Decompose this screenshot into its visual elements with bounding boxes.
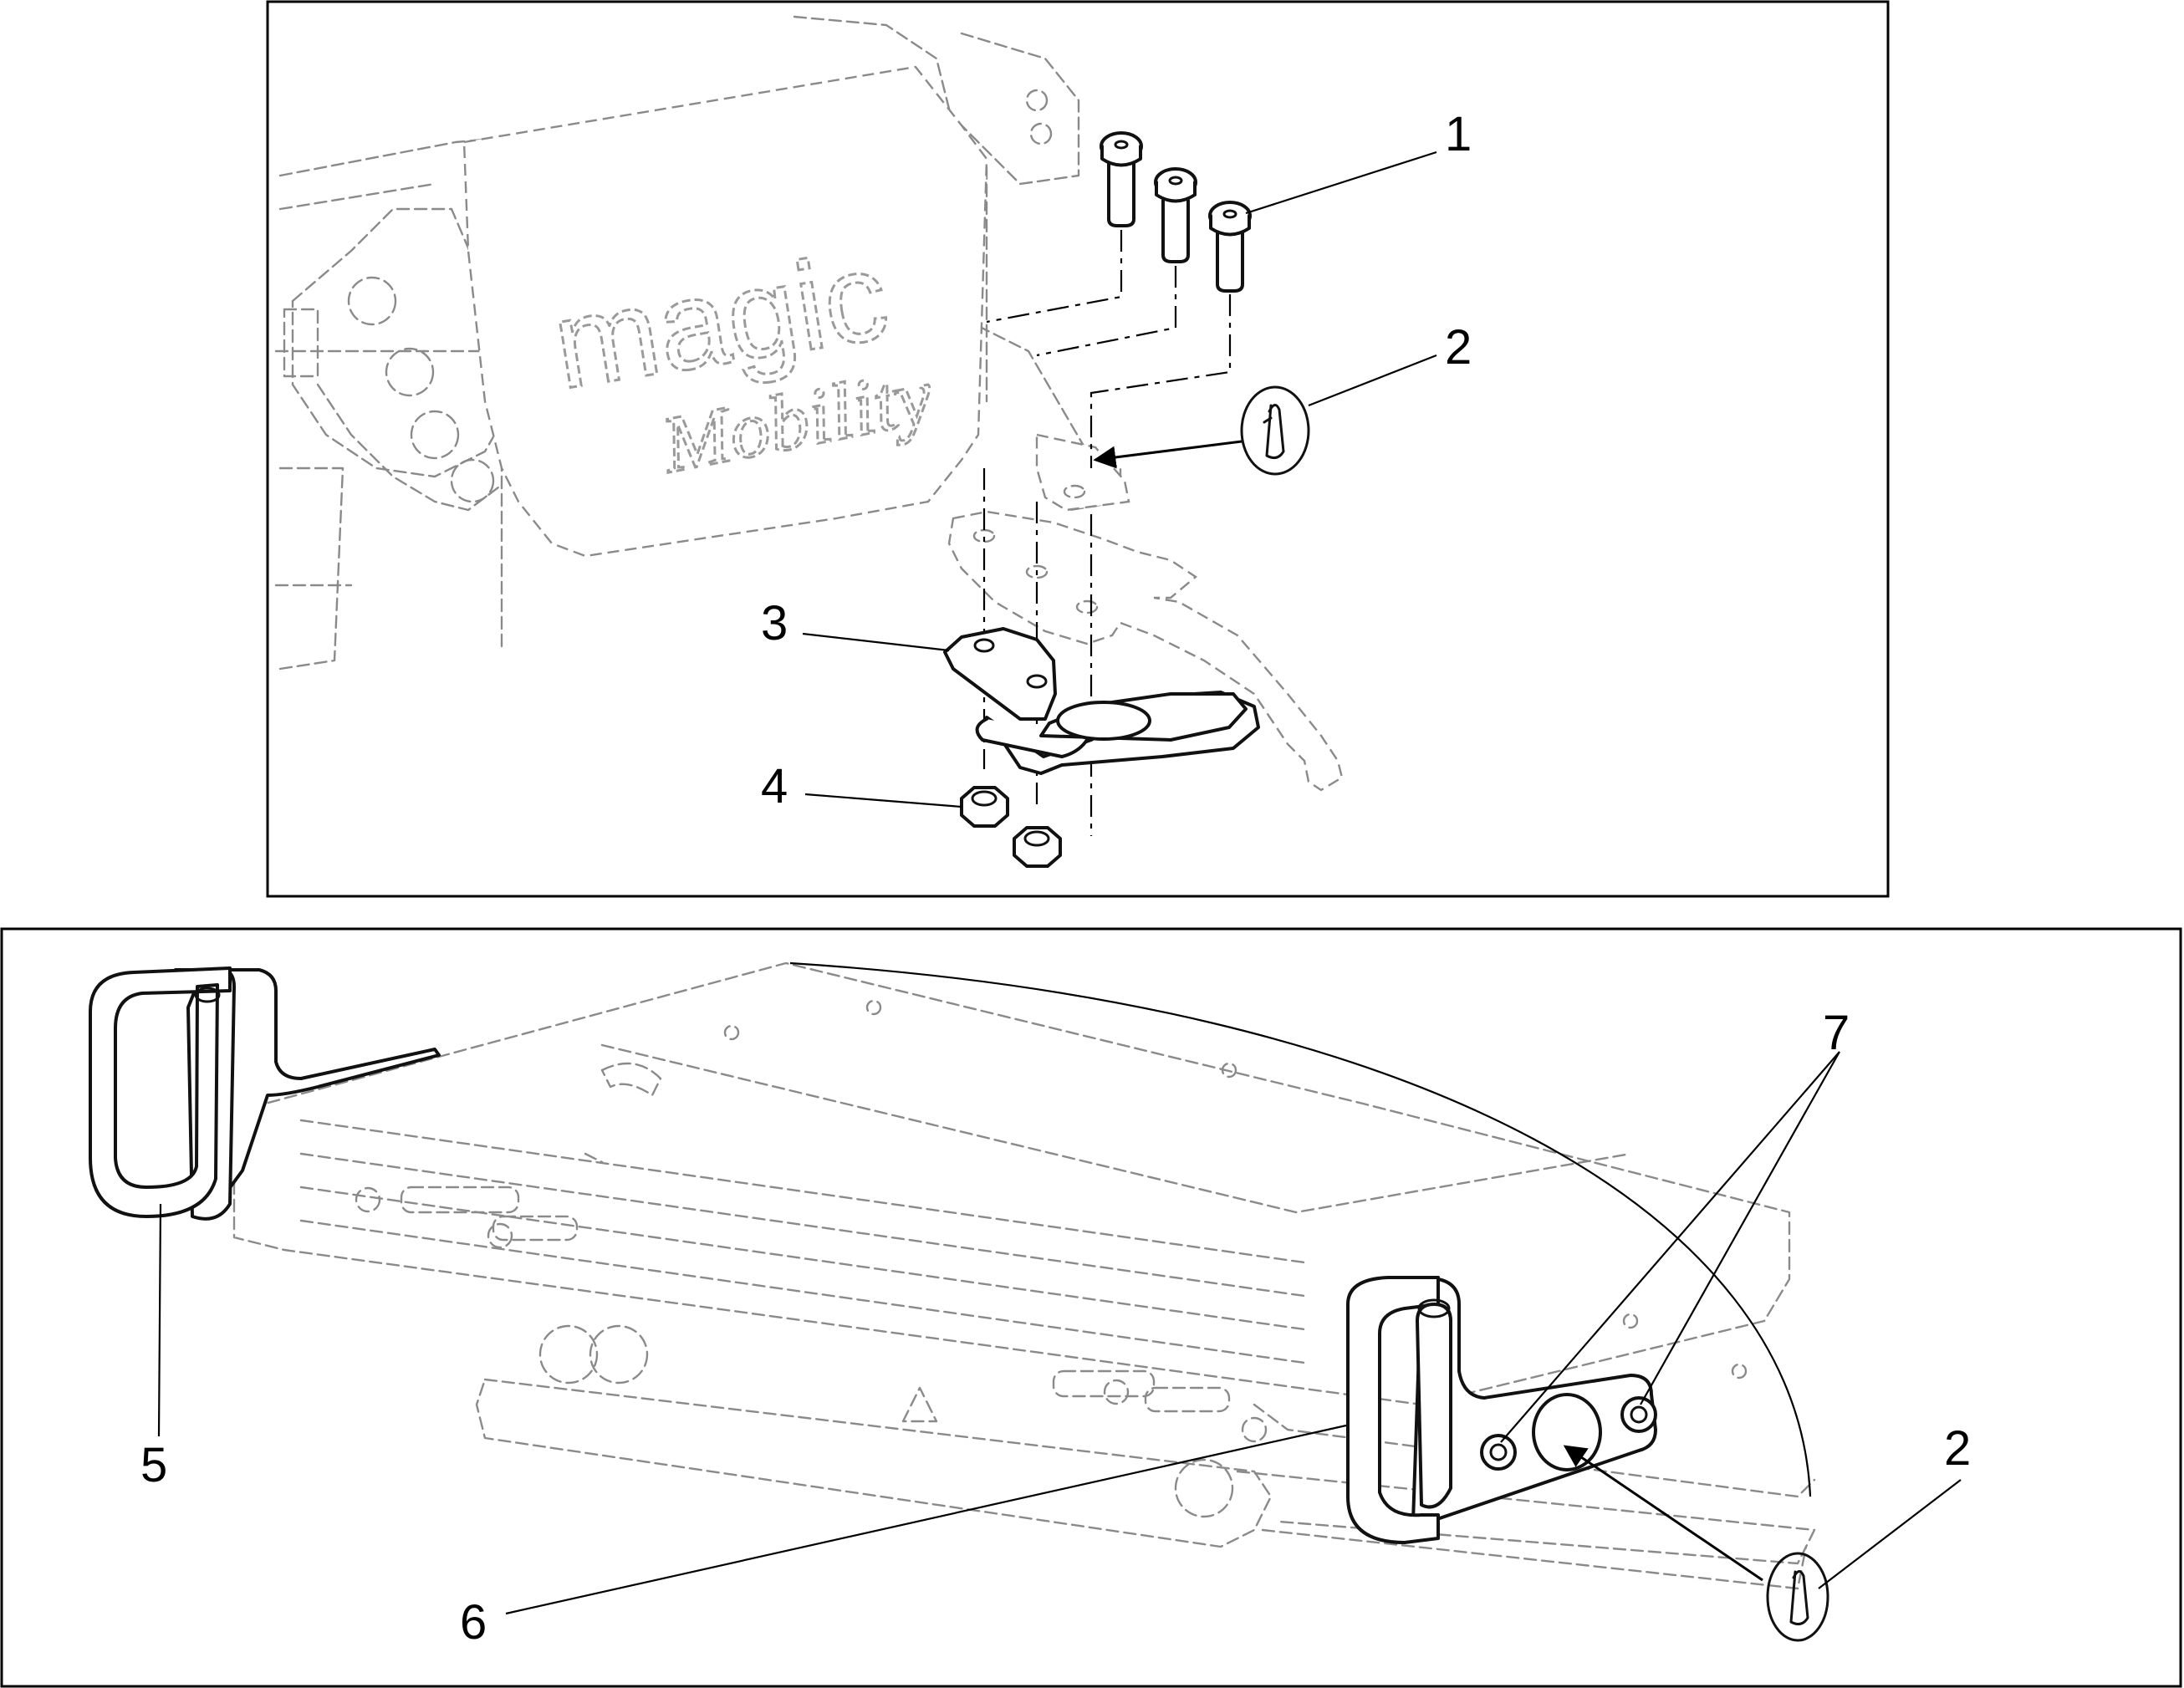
leader-line-5 xyxy=(157,1203,162,1437)
leader-line-6 xyxy=(505,1424,1347,1615)
leader-line-7b xyxy=(1640,1051,1840,1405)
nut xyxy=(1013,826,1062,868)
callout-6: 6 xyxy=(460,1595,487,1650)
callout-4: 4 xyxy=(761,759,788,813)
bottom-panel-frame xyxy=(0,927,2182,1688)
leader-line-2 xyxy=(1308,354,1437,407)
magnifier-outline xyxy=(789,961,1812,1497)
callout-1: 1 xyxy=(1445,107,1472,161)
top-panel-frame xyxy=(266,0,1890,898)
shroud-cover: magic Mobility xyxy=(462,65,988,558)
leader-line-2b xyxy=(1818,1479,1962,1589)
mounting-bracket-ghost xyxy=(947,433,1344,792)
bolt xyxy=(1100,131,1143,227)
bolt-set xyxy=(1100,131,1252,293)
leader-line-1 xyxy=(1245,150,1437,215)
plate-bolt xyxy=(1480,1434,1517,1471)
plate-bolt xyxy=(1620,1396,1657,1433)
plate-hole xyxy=(1532,1393,1602,1471)
chassis-ghost-outline xyxy=(274,15,1122,671)
r-clip-detail xyxy=(1240,385,1310,476)
bolt xyxy=(1154,167,1197,263)
leader-line-3 xyxy=(802,632,950,652)
callout-2-bottom: 2 xyxy=(1944,1421,1971,1476)
base-frame-ghost xyxy=(232,961,1816,1590)
tow-hook xyxy=(943,627,1260,775)
right-handle-plate xyxy=(1346,1276,1657,1544)
callout-2: 2 xyxy=(1445,320,1472,375)
bolt xyxy=(1208,201,1252,293)
r-clip-arrow-bottom xyxy=(1563,1445,1763,1582)
bottom-panel: 5 6 7 2 xyxy=(0,927,2182,1688)
leader-line-7a xyxy=(1500,1051,1840,1443)
r-clip-detail-bottom xyxy=(1766,1552,1829,1642)
top-panel: magic Mobility xyxy=(266,0,1890,898)
nut-set xyxy=(960,786,1062,868)
leader-line-4 xyxy=(804,793,962,808)
r-clip-arrow xyxy=(1093,440,1243,469)
callout-3: 3 xyxy=(761,596,788,650)
callout-5: 5 xyxy=(140,1438,167,1492)
callout-7: 7 xyxy=(1823,1006,1850,1060)
nut xyxy=(960,786,1009,828)
left-handle xyxy=(89,966,441,1221)
